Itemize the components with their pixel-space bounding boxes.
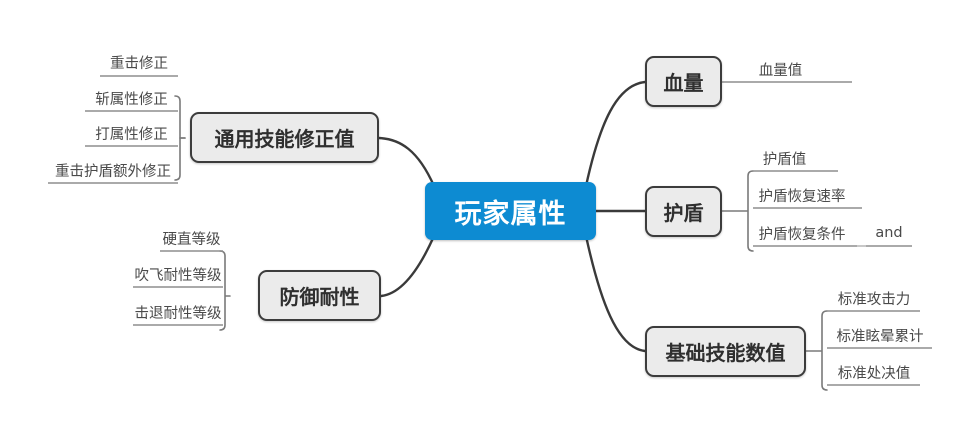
branch-node-label: 防御耐性 <box>279 285 360 309</box>
leaf-node-label: 护盾值 <box>762 151 807 168</box>
leaf-node-heavy-hit-shield-extra-modifier[interactable]: 重击护盾额外修正 <box>48 158 178 182</box>
branch-node-label: 护盾 <box>663 201 704 225</box>
leaf-node-label: 护盾恢复条件 <box>758 226 846 243</box>
leaf-node-label: 斩属性修正 <box>95 91 168 108</box>
bracket-shield <box>721 170 754 252</box>
leaf-node-strike-attr-modifier[interactable]: 打属性修正 <box>85 121 178 145</box>
branch-node-defense-resistance[interactable]: 防御耐性 <box>258 270 381 321</box>
leaf-node-label: 标准处决值 <box>837 365 911 382</box>
leaf-node-label: 打属性修正 <box>95 126 168 143</box>
root-node-label: 玩家属性 <box>454 198 567 230</box>
leaf-node-health-value[interactable]: 血量值 <box>752 57 809 81</box>
leaf-node-label: 重击修正 <box>110 55 168 72</box>
branch-node-label: 通用技能修正值 <box>214 127 355 151</box>
branch-node-label: 基础技能数值 <box>665 341 786 365</box>
branch-node-general-skill-modifier[interactable]: 通用技能修正值 <box>190 112 379 163</box>
leaf-node-slash-attr-modifier[interactable]: 斩属性修正 <box>85 86 178 110</box>
bracket-base-skill-values <box>805 310 828 391</box>
leaf-node-label: 标准攻击力 <box>837 291 911 308</box>
leaf-node-label: 护盾恢复速率 <box>758 188 846 205</box>
leaf-node-standard-stun-accumulation[interactable]: 标准眩晕累计 <box>830 323 930 347</box>
branch-line-general-skill-modifier <box>377 136 436 188</box>
branch-node-shield[interactable]: 护盾 <box>645 186 722 237</box>
leaf-node-label: 击退耐性等级 <box>134 305 222 322</box>
leaf-node-label: 血量值 <box>758 62 803 79</box>
leaf-node-standard-attack-power[interactable]: 标准攻击力 <box>830 286 918 310</box>
leaf-node-label: 重击护盾额外修正 <box>55 163 171 180</box>
branch-node-health[interactable]: 血量 <box>645 56 722 107</box>
leaf-node-label: 吹飞耐性等级 <box>134 267 222 284</box>
branch-line-health <box>584 80 647 188</box>
branch-node-label: 血量 <box>663 71 704 95</box>
leaf-node-blowback-resist-level[interactable]: 吹飞耐性等级 <box>133 262 223 286</box>
leaf-node-label: 标准眩晕累计 <box>836 328 924 345</box>
leaf-node-label: 硬直等级 <box>162 231 221 248</box>
leaf-node-heavy-hit-modifier[interactable]: 重击修正 <box>100 50 178 74</box>
branch-line-defense-resistance <box>379 234 436 298</box>
leaf-node-shield-value[interactable]: 护盾值 <box>756 146 813 170</box>
leaf-node-and-condition[interactable]: and <box>869 221 909 245</box>
leaf-node-stagger-level[interactable]: 硬直等级 <box>160 226 223 250</box>
leaf-node-shield-recovery-rate[interactable]: 护盾恢复速率 <box>756 183 848 207</box>
root-node-player-attributes[interactable]: 玩家属性 <box>425 182 596 240</box>
leaf-node-standard-execution-value[interactable]: 标准处决值 <box>830 360 918 384</box>
branch-line-base-skill-values <box>584 234 647 353</box>
leaf-node-shield-recovery-condition[interactable]: 护盾恢复条件 <box>756 221 848 245</box>
branch-node-base-skill-values[interactable]: 基础技能数值 <box>645 326 806 377</box>
leaf-node-label: and <box>875 225 903 241</box>
leaf-node-knockback-resist-level[interactable]: 击退耐性等级 <box>133 300 223 324</box>
